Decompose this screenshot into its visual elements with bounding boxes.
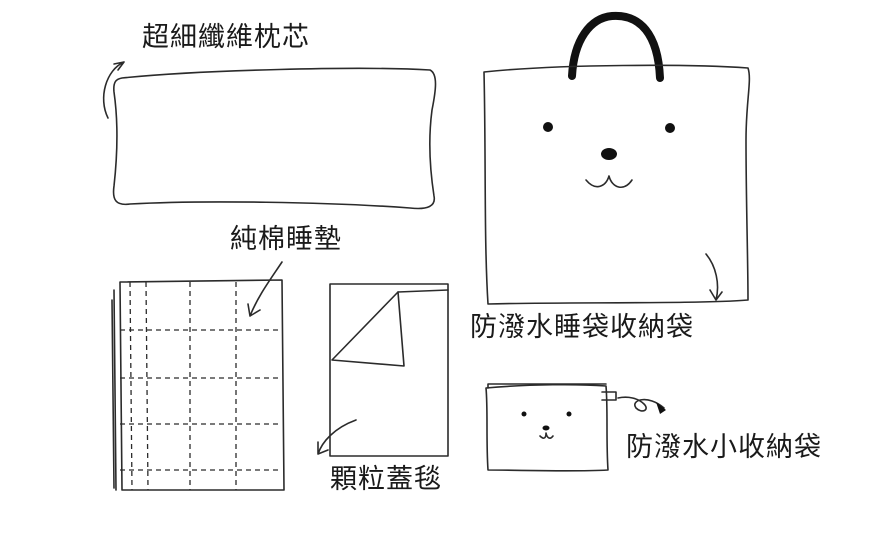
sleeping-bag-storage-illustration bbox=[483, 11, 751, 305]
small-storage-bag-illustration bbox=[485, 383, 666, 472]
mattress-label: 純棉睡墊 bbox=[230, 224, 342, 255]
pillow-insert-illustration bbox=[102, 61, 437, 210]
sleeping-bag-storage-label: 防潑水睡袋收納袋 bbox=[470, 312, 694, 343]
blanket-label: 顆粒蓋毯 bbox=[330, 464, 442, 495]
pillow-label: 超細纖維枕芯 bbox=[142, 22, 310, 53]
mattress-illustration bbox=[111, 261, 285, 491]
small-storage-bag-label: 防潑水小收納袋 bbox=[626, 432, 822, 463]
blanket-illustration bbox=[317, 283, 449, 457]
